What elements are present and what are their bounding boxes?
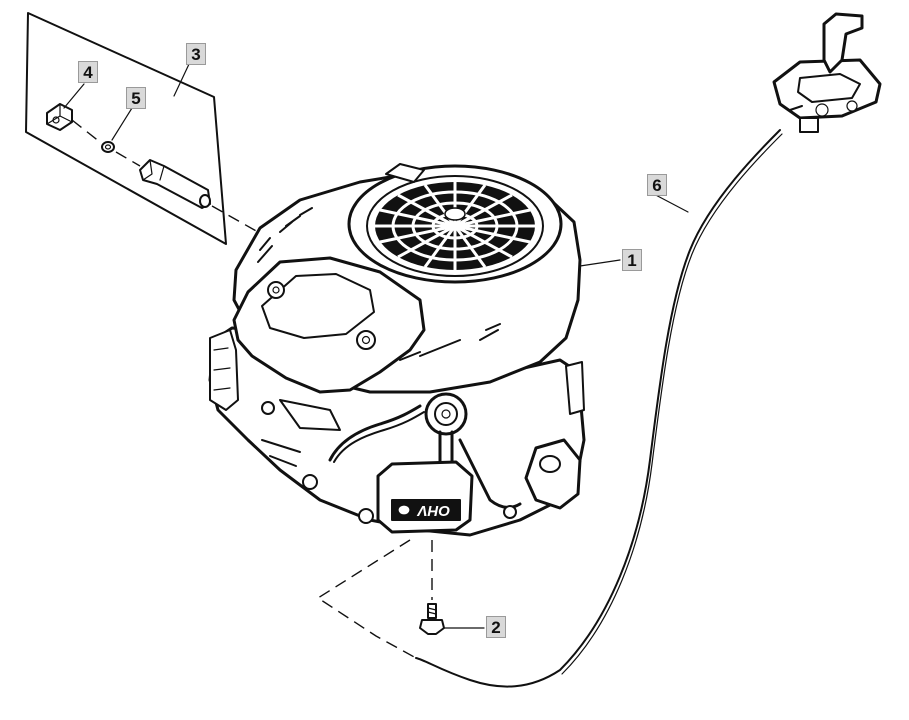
part-5-washer xyxy=(101,141,115,153)
part-3-stud xyxy=(139,159,211,209)
part-6-throttle-control xyxy=(772,12,882,133)
callout-2: 2 xyxy=(486,616,506,638)
part-4-nut xyxy=(46,103,73,131)
callout-5: 5 xyxy=(126,87,146,109)
leader-4 xyxy=(63,83,85,109)
part-2-bolt xyxy=(419,603,445,635)
callout-1: 1 xyxy=(622,249,642,271)
leader-1 xyxy=(579,259,621,267)
blower-screen xyxy=(347,163,563,284)
ohv-badge-text: OHV xyxy=(416,502,451,519)
kit-panel xyxy=(25,12,227,245)
leader-5 xyxy=(111,107,133,141)
part-6-cable xyxy=(415,129,781,688)
callout-4: 4 xyxy=(78,61,98,83)
engine-assembly xyxy=(208,163,586,537)
callout-6: 6 xyxy=(647,174,667,196)
callout-3: 3 xyxy=(186,43,206,65)
leader-3 xyxy=(173,61,191,97)
